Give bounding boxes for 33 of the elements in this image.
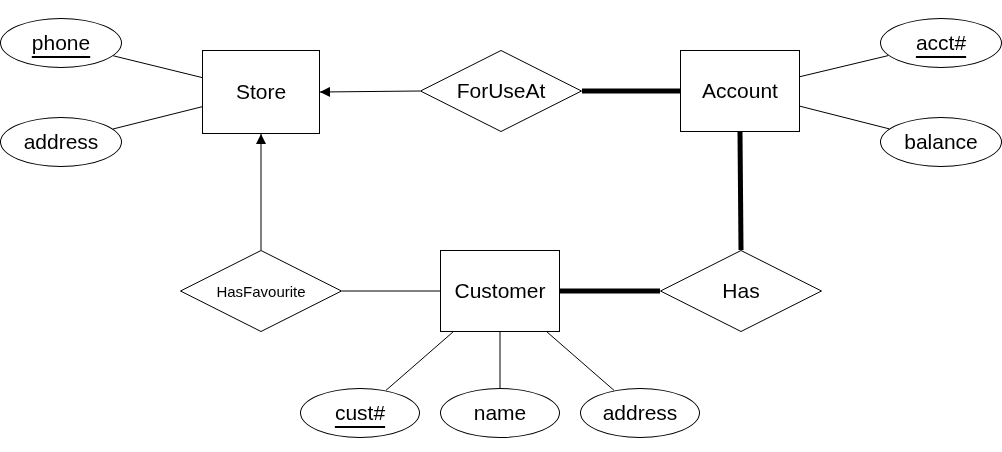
key-attribute-ellipse — [0, 18, 122, 68]
arrow — [319, 86, 421, 97]
attribute-label: name — [473, 401, 527, 425]
key-attribute-label: phone — [31, 31, 91, 55]
connector-line — [499, 331, 501, 389]
attribute-ellipse — [880, 117, 1002, 167]
key-attribute-ellipse — [880, 18, 1002, 68]
entity-label: Customer — [454, 279, 546, 303]
relationship-label: HasFavourite — [216, 282, 306, 300]
entity-box — [680, 50, 800, 132]
entity-label: Store — [235, 80, 287, 104]
connector-line — [737, 131, 744, 250]
connector-line — [341, 290, 441, 292]
key-attribute-label: cust# — [334, 401, 386, 425]
connector-line — [112, 55, 203, 79]
entity-label: Account — [702, 79, 778, 103]
attribute-label: balance — [904, 130, 978, 154]
relationship-label: ForUseAt — [456, 79, 546, 103]
connector-line — [799, 105, 890, 130]
entity-box — [440, 250, 560, 332]
arrow — [256, 133, 266, 251]
entity-box — [202, 50, 320, 134]
connector-line — [799, 55, 889, 78]
connector-line — [582, 88, 680, 94]
connector-line — [112, 106, 203, 130]
connector-line — [546, 331, 615, 391]
attribute-label: address — [602, 401, 678, 425]
connector-line — [385, 331, 454, 391]
key-attribute-label: acct# — [915, 31, 967, 55]
relationship-label: Has — [722, 279, 760, 303]
attribute-label: address — [23, 130, 99, 154]
attribute-ellipse — [0, 117, 122, 167]
connector-line — [560, 288, 660, 294]
